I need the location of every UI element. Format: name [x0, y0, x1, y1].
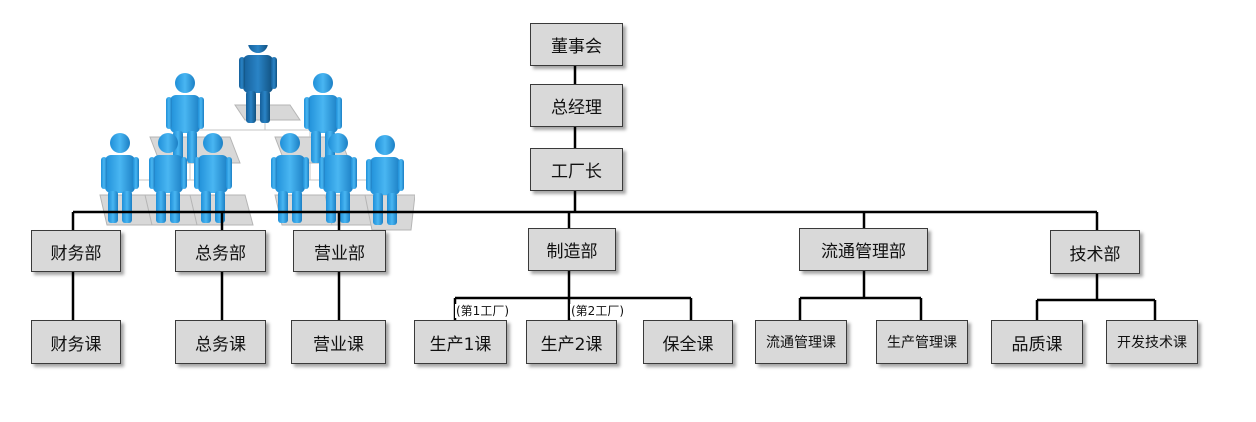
maintenance-section-box: 保全课: [643, 320, 733, 364]
board-box: 董事会: [530, 23, 623, 66]
manufacturing-department-box: 制造部: [528, 228, 616, 271]
people-hierarchy-icon: [99, 45, 415, 231]
finance-department-box: 财务部: [31, 230, 121, 272]
factory-2-note: (第2工厂): [570, 304, 625, 318]
general-affairs-section-box: 总务课: [175, 320, 266, 364]
distribution-section-box: 流通管理课: [755, 320, 847, 364]
production-management-section-box: 生产管理课: [876, 320, 968, 364]
factory-director-box: 工厂长: [530, 148, 623, 191]
production-2-section-box: 生产2课: [526, 320, 617, 364]
development-technology-section-box: 开发技术课: [1106, 320, 1198, 364]
distribution-department-box: 流通管理部: [799, 228, 928, 271]
factory-1-note: (第1工厂): [455, 304, 510, 318]
sales-department-box: 营业部: [293, 230, 386, 272]
sales-section-box: 营业课: [291, 320, 386, 364]
technology-department-box: 技术部: [1050, 230, 1140, 274]
quality-section-box: 品质课: [991, 320, 1083, 364]
general-manager-box: 总经理: [530, 84, 623, 127]
general-affairs-department-box: 总务部: [175, 230, 266, 272]
production-1-section-box: 生产1课: [414, 320, 507, 364]
finance-section-box: 财务课: [31, 320, 121, 364]
